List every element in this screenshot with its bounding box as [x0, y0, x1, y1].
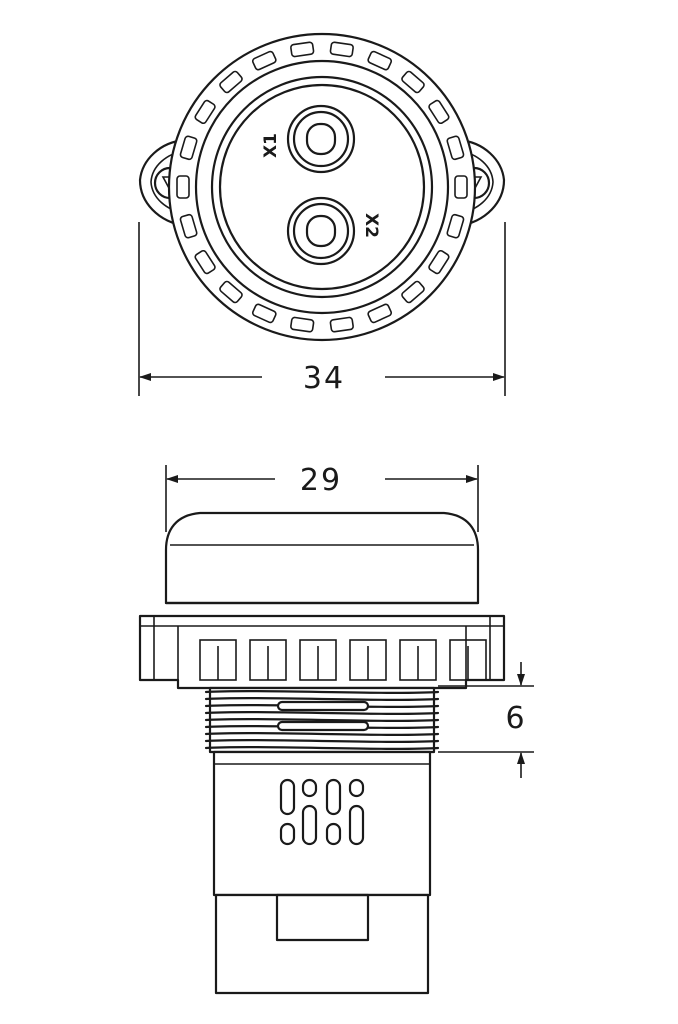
- thread-line: [204, 690, 440, 694]
- knurl-block: [251, 303, 277, 324]
- dimension-value-6: 6: [505, 701, 526, 736]
- knurled-grip: [176, 41, 468, 333]
- outer-ring-inner-edge: [194, 59, 450, 315]
- knurl-block: [179, 135, 198, 161]
- knurl-block: [194, 99, 216, 125]
- terminal-label-x2: X2: [361, 213, 381, 238]
- side-view: 29: [138, 463, 534, 995]
- knurl-block: [329, 316, 354, 333]
- dimension-value-29: 29: [300, 463, 342, 498]
- thread-line: [204, 697, 440, 701]
- threads: [204, 690, 440, 750]
- front-view: X1 X2 34: [138, 32, 506, 396]
- knurl-block: [446, 213, 465, 239]
- face-ring: [210, 75, 434, 299]
- vent-slots: [279, 778, 365, 846]
- knurl-block: [428, 249, 450, 275]
- knurl-block: [290, 316, 315, 333]
- thread-line: [204, 746, 440, 750]
- knurl-block: [367, 303, 393, 324]
- dome-cap: [164, 511, 480, 605]
- knurl-block: [290, 41, 315, 58]
- thread-highlight: [276, 700, 370, 712]
- outer-ring: [167, 32, 477, 342]
- flange-ribs: [199, 639, 487, 681]
- knurl-block: [329, 41, 354, 58]
- knurl-block: [194, 249, 216, 275]
- base-connector: [214, 893, 430, 995]
- knurl-block: [428, 99, 450, 125]
- flange: [138, 614, 506, 690]
- knurl-block: [454, 175, 468, 199]
- connector-latch: [275, 893, 370, 942]
- face-plate: [218, 83, 426, 291]
- thread-line: [204, 718, 440, 722]
- knurl-block: [446, 135, 465, 161]
- terminal-x2: [286, 196, 356, 266]
- dimension-value-34: 34: [303, 361, 345, 396]
- knurl-block: [176, 175, 190, 199]
- knurl-block: [179, 213, 198, 239]
- terminal-label-x1: X1: [261, 133, 281, 158]
- knurl-block: [251, 50, 277, 71]
- terminal-x1: [286, 104, 356, 174]
- thread-line: [204, 732, 440, 736]
- knurl-block: [219, 70, 243, 94]
- knurl-block: [401, 280, 425, 304]
- knurl-block: [367, 50, 393, 71]
- thread-highlight: [276, 720, 370, 732]
- knurl-block: [219, 280, 243, 304]
- thread-line: [204, 711, 440, 715]
- knurl-block: [401, 70, 425, 94]
- thread-line: [204, 739, 440, 743]
- housing-body: [212, 750, 432, 897]
